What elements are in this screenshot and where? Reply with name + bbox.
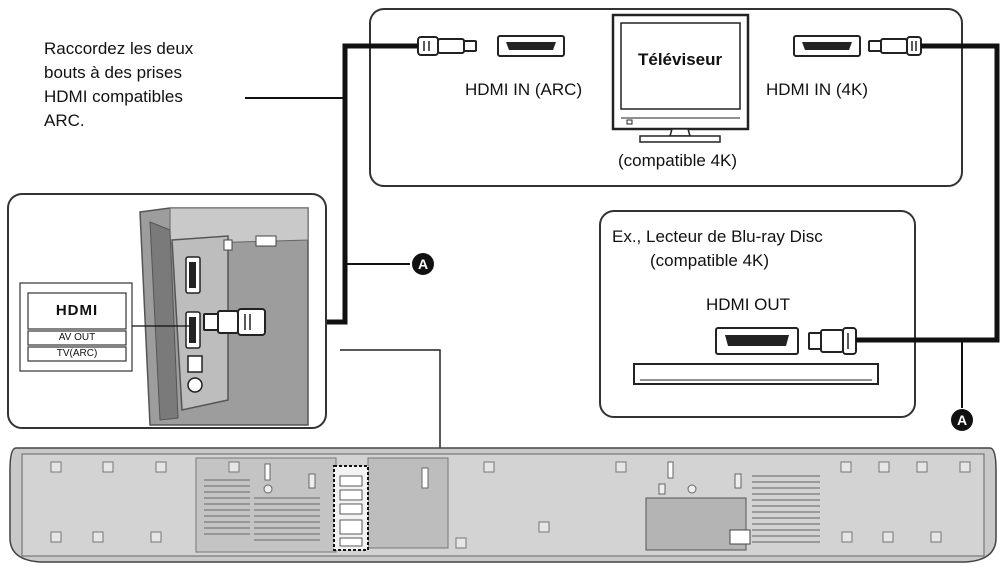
tv-port-4k-label: HDMI IN (4K) bbox=[766, 80, 868, 99]
marker-a-2 bbox=[951, 409, 973, 431]
soundbar-hdmi-logo: HDMI bbox=[55, 302, 99, 319]
instruction-text-line4: ARC. bbox=[44, 111, 85, 130]
instruction-text-line2: bouts à des prises bbox=[44, 63, 182, 82]
tv-port-arc-label: HDMI IN (ARC) bbox=[465, 80, 583, 99]
hdmi-port-arc bbox=[497, 35, 565, 57]
port-label-box bbox=[19, 282, 133, 372]
hdmi-port-out bbox=[715, 327, 799, 355]
marker-a-1-label: A bbox=[417, 256, 429, 272]
player-line2: (compatible 4K) bbox=[650, 251, 770, 270]
hdmi-plug-soundbar bbox=[203, 308, 266, 336]
hdmi-port-4k bbox=[793, 35, 861, 57]
tv-title: Téléviseur bbox=[638, 50, 723, 69]
hdmi-plug-player bbox=[808, 327, 857, 355]
hdmi-plug-tv-arc bbox=[417, 36, 477, 56]
marker-a-1 bbox=[412, 253, 434, 275]
player-port-label: HDMI OUT bbox=[706, 295, 791, 314]
tv-icon bbox=[611, 13, 750, 143]
marker-a-2-label: A bbox=[956, 412, 968, 428]
player-line1: Ex., Lecteur de Blu-ray Disc bbox=[612, 227, 823, 246]
hdmi-cable-4k bbox=[856, 43, 1000, 343]
instruction-text-line1: Raccordez les deux bbox=[44, 39, 194, 58]
instruction-text-line3: HDMI compatibles bbox=[44, 87, 183, 106]
tv-caption: (compatible 4K) bbox=[618, 151, 738, 170]
bluray-player-icon bbox=[633, 363, 879, 385]
soundbar-rear bbox=[9, 447, 997, 563]
soundbar-tv-arc: TV(ARC) bbox=[56, 348, 98, 359]
soundbar-av-out: AV OUT bbox=[58, 332, 96, 343]
